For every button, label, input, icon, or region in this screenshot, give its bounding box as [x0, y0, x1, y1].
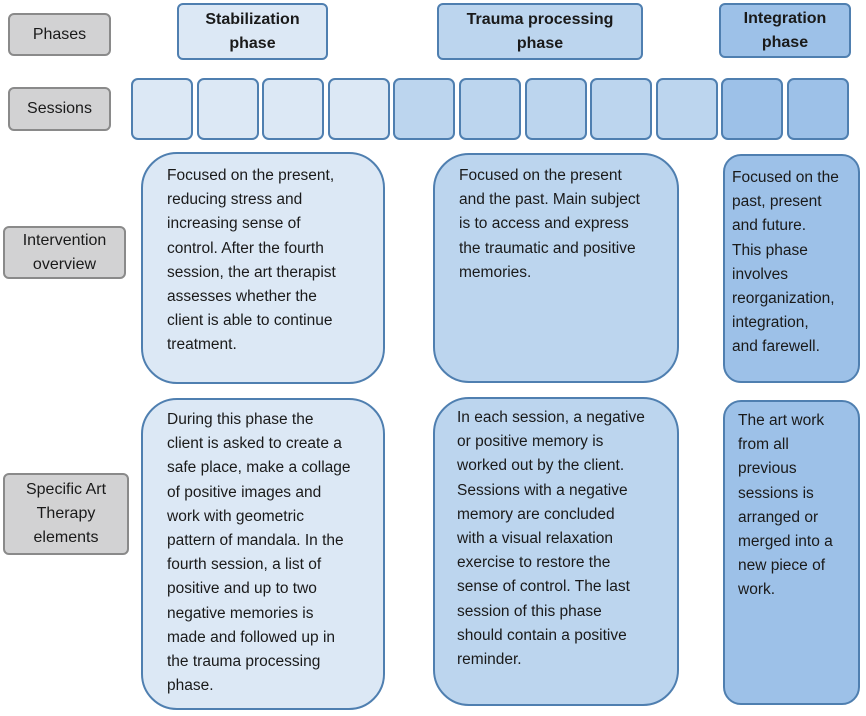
phase-header-stabilization: Stabilization phase: [177, 3, 328, 60]
session-box-stabilization: [262, 78, 324, 140]
session-box-stabilization: [328, 78, 390, 140]
row-label-art-therapy-elements: Specific Art Therapy elements: [3, 473, 129, 555]
row-label-intervention-overview: Intervention overview: [3, 226, 126, 279]
intervention-trauma-text: Focused on the present and the past. Mai…: [433, 153, 679, 383]
session-box-trauma: [393, 78, 455, 140]
session-box-integration: [721, 78, 783, 140]
session-box-stabilization: [131, 78, 193, 140]
row-label-sessions: Sessions: [8, 87, 111, 131]
art-therapy-stabilization-text: During this phase the client is asked to…: [141, 398, 385, 710]
session-box-trauma: [656, 78, 718, 140]
art-therapy-integration-text: The art work from all previous sessions …: [723, 400, 860, 705]
intervention-stabilization-text: Focused on the present, reducing stress …: [141, 152, 385, 384]
session-box-trauma: [590, 78, 652, 140]
phase-header-integration: Integration phase: [719, 3, 851, 58]
session-box-trauma: [525, 78, 587, 140]
session-box-stabilization: [197, 78, 259, 140]
art-therapy-trauma-text: In each session, a negative or positive …: [433, 397, 679, 706]
session-box-integration: [787, 78, 849, 140]
phase-header-trauma-processing: Trauma processing phase: [437, 3, 643, 60]
session-box-trauma: [459, 78, 521, 140]
intervention-integration-text: Focused on the past, present and future.…: [723, 154, 860, 383]
row-label-phases: Phases: [8, 13, 111, 56]
